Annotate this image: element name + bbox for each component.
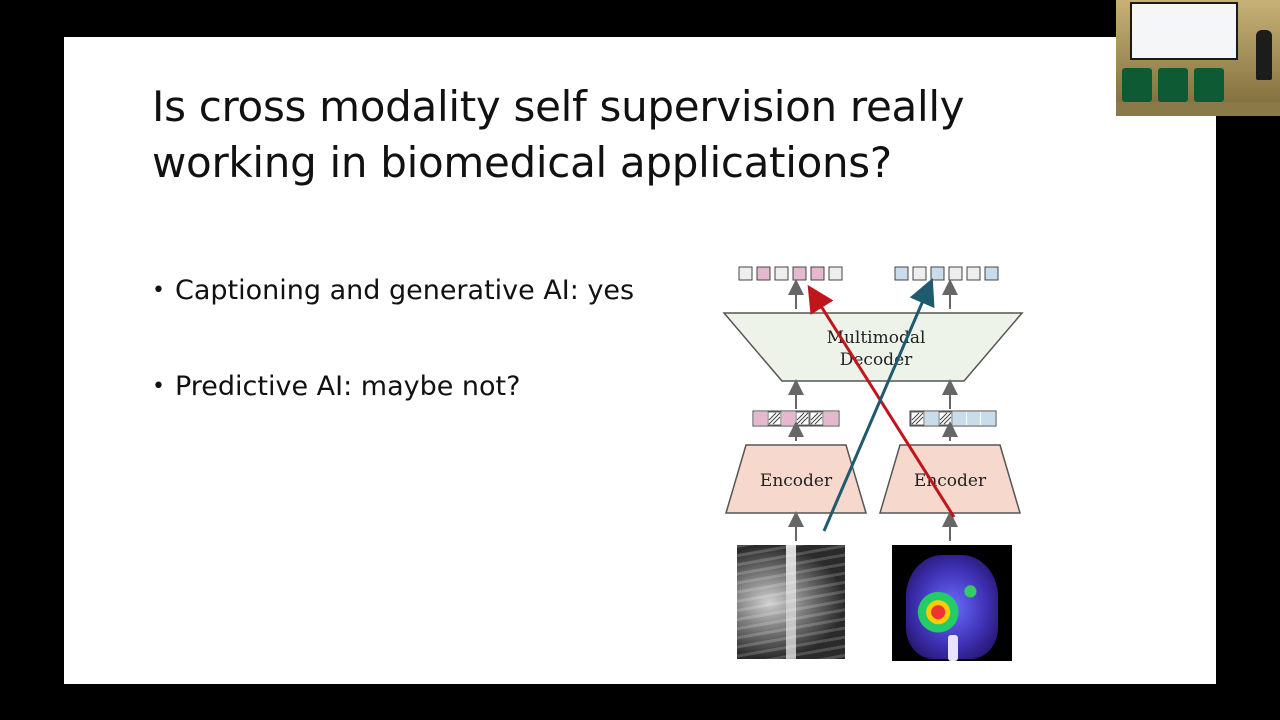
bullet-text: Predictive AI: maybe not? bbox=[174, 371, 521, 402]
bullet-dot-icon: • bbox=[152, 374, 165, 399]
red-cross-arrow bbox=[807, 284, 956, 518]
architecture-diagram: Multimodal Decoder bbox=[718, 257, 1028, 677]
bullet-text: Captioning and generative AI: yes bbox=[174, 275, 635, 306]
right-encoder-block bbox=[878, 444, 1022, 514]
bullet-dot-icon: • bbox=[152, 278, 165, 303]
pet-spine-shape bbox=[948, 635, 958, 661]
bullet-item: • Predictive AI: maybe not? bbox=[152, 371, 520, 402]
presenter-webcam-feed bbox=[1116, 0, 1280, 116]
decoder-label-line1: Multimodal bbox=[827, 328, 926, 348]
bullet-item: • Captioning and generative AI: yes bbox=[152, 275, 634, 306]
multimodal-decoder-block bbox=[722, 312, 1024, 382]
left-encoder-block bbox=[724, 444, 868, 514]
left-embedding-tokens bbox=[752, 410, 840, 427]
pet-scan-image bbox=[892, 545, 1012, 661]
webcam-projector-screen bbox=[1130, 2, 1238, 60]
architecture-diagram-svg: Multimodal Decoder bbox=[722, 266, 1024, 541]
slide: Is cross modality self supervision reall… bbox=[64, 37, 1216, 684]
slide-title: Is cross modality self supervision reall… bbox=[152, 82, 965, 187]
left-encoder-label: Encoder bbox=[760, 471, 833, 491]
chest-xray-image bbox=[737, 545, 845, 659]
right-encoder-label: Encoder bbox=[914, 471, 987, 491]
webcam-chair bbox=[1194, 68, 1224, 102]
left-output-tokens bbox=[738, 266, 843, 281]
right-output-tokens bbox=[894, 266, 999, 281]
webcam-chair bbox=[1122, 68, 1152, 102]
webcam-presenter bbox=[1256, 30, 1272, 80]
right-embedding-tokens bbox=[909, 410, 997, 427]
blue-cross-arrow bbox=[822, 277, 935, 532]
webcam-chair bbox=[1158, 68, 1188, 102]
webcam-floor bbox=[1116, 102, 1280, 116]
